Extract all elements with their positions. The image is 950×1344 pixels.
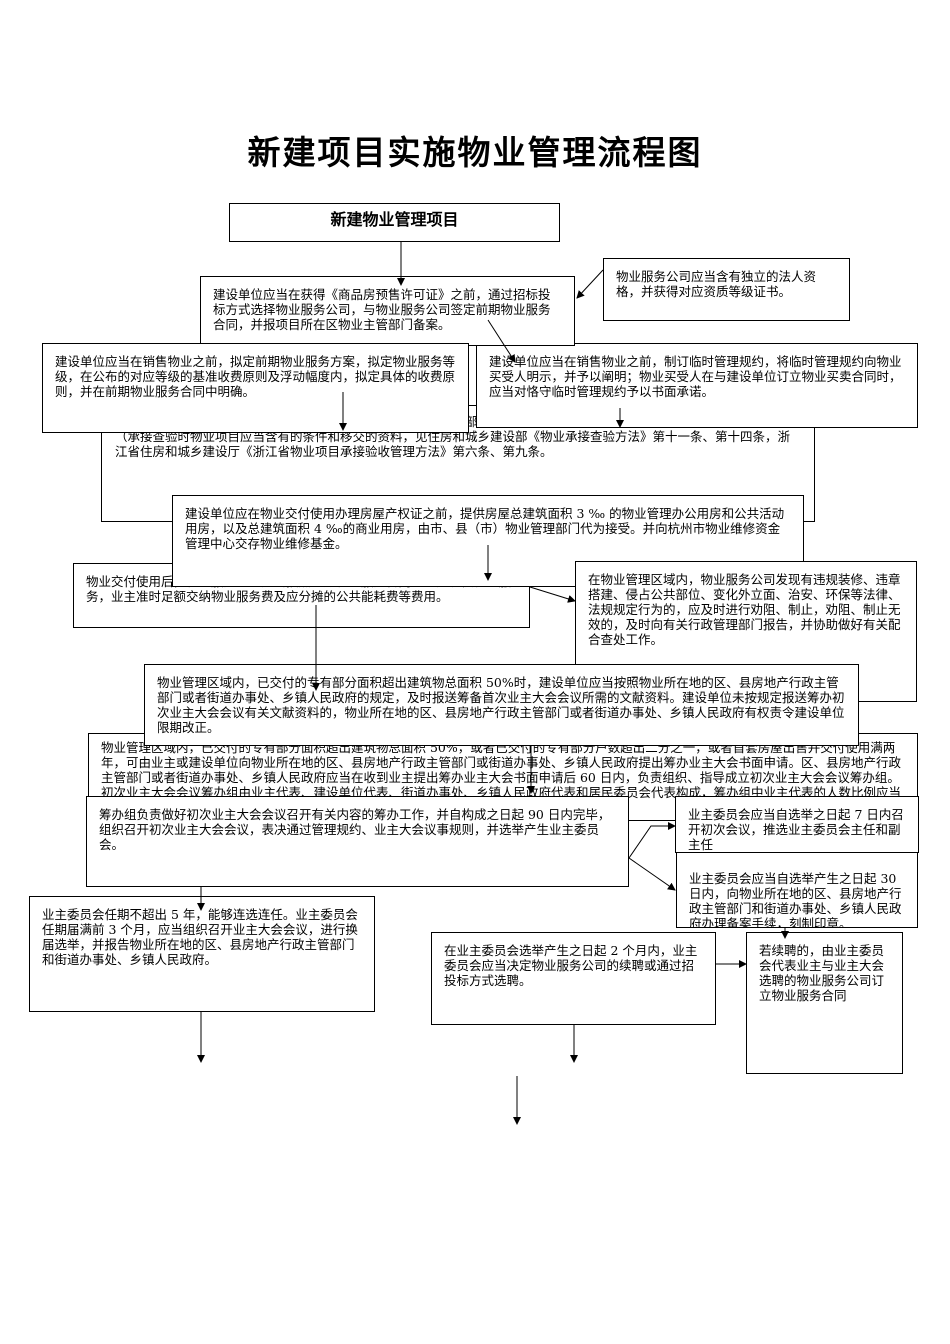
contract-box: 若续聘的，由业主委员会代表业主与业主大会选聘的物业服务公司订立物业服务合同	[746, 932, 903, 1074]
first-meeting-box: 业主委员会应当自选举之日起 7 日内召开初次会议，推选业主委员会主任和副主任	[675, 796, 919, 853]
arrow-pay-to-violation	[529, 586, 576, 603]
arrow-qual-to-select	[576, 269, 604, 299]
page-title: 新建项目实施物业管理流程图	[247, 133, 703, 172]
term-box: 业主委员会任期不超出 5 年，能够连选连任。业主委员会任期届满前 3 个月，应当…	[29, 896, 375, 1012]
arrow-prep-to-filing	[628, 857, 676, 891]
select-contractor-box: 建设单位应当在获得《商品房预售许可证》之前，通过招标投标方式选择物业服务公司，与…	[200, 276, 575, 346]
fee-plan-box: 建设单位应当在销售物业之前，拟定前期物业服务方案，拟定物业服务等级，在公布的对应…	[42, 343, 469, 433]
qualification-box: 物业服务公司应当含有独立的法人资格，并获得对应资质等级证书。	[603, 258, 850, 321]
area-threshold-box: 物业管理区域内，已交付的专有部分面积超出建筑物总面积 50%时，建设单位应当按照…	[144, 664, 859, 746]
rules-box: 建设单位应当在销售物业之前，制订临时管理规约，将临时管理规约向物业买受人明示，并…	[476, 343, 918, 428]
prep-group-box: 筹办组负责做好初次业主大会会议召开有关内容的筹办工作，并自构成之日起 90 日内…	[86, 796, 629, 887]
arrow-prep-to-first-meeting	[628, 822, 676, 859]
renew-box: 在业主委员会选举产生之日起 2 个月内，业主委员会应当决定物业服务公司的续聘或通…	[431, 932, 716, 1025]
start-box: 新建物业管理项目	[229, 203, 560, 242]
